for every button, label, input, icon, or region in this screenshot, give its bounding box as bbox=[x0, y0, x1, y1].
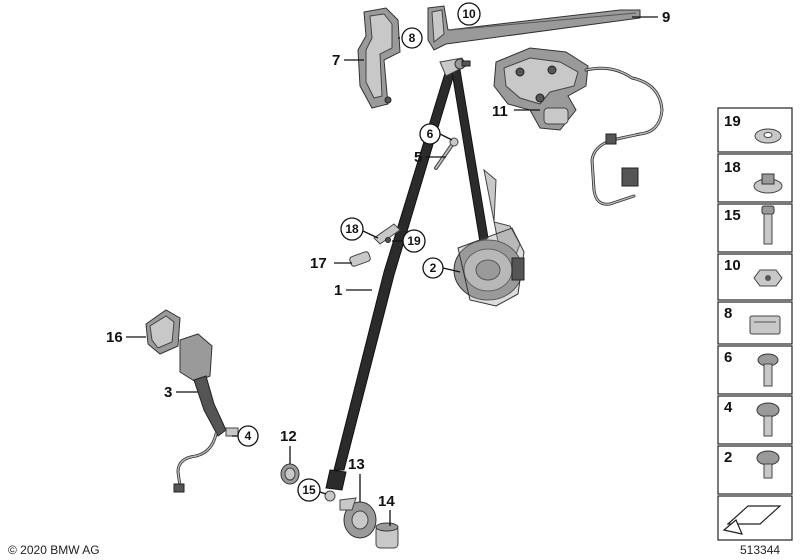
diagram-number: 513344 bbox=[740, 543, 781, 557]
callout-18: 18 bbox=[345, 222, 359, 236]
callout-15: 15 bbox=[302, 483, 316, 497]
legend-item-label: 15 bbox=[724, 207, 741, 224]
legend-item-label: 2 bbox=[724, 449, 732, 466]
callout-14: 14 bbox=[378, 493, 395, 510]
callouts: 9 10 8 7 11 6 5 18 19 17 2 1 16 3 bbox=[106, 2, 670, 526]
callout-1: 1 bbox=[334, 282, 342, 299]
part-18-19-clip bbox=[373, 223, 401, 245]
legend-item-label: 8 bbox=[724, 305, 732, 322]
callout-19: 19 bbox=[407, 234, 421, 248]
callout-7: 7 bbox=[332, 52, 340, 69]
part-7-bracket bbox=[357, 7, 401, 109]
callout-12: 12 bbox=[280, 428, 297, 445]
part-15-bolt bbox=[324, 490, 336, 502]
part-5-6-pin bbox=[434, 137, 459, 170]
legend-item-label: 18 bbox=[724, 159, 741, 176]
callout-9: 9 bbox=[662, 9, 670, 26]
callout-4: 4 bbox=[245, 429, 252, 443]
callout-3: 3 bbox=[164, 384, 172, 401]
clip-nut-icon bbox=[749, 315, 781, 335]
callout-17: 17 bbox=[310, 255, 327, 272]
wiring-harness-right bbox=[584, 66, 664, 206]
torx-bolt-short-icon bbox=[756, 450, 780, 466]
callout-6: 6 bbox=[427, 127, 434, 141]
legend-item-label: 19 bbox=[724, 113, 741, 130]
arrow-icon bbox=[726, 505, 782, 525]
part-9-rail bbox=[427, 5, 641, 51]
part-12-roller bbox=[280, 463, 300, 485]
legend-item-label: 4 bbox=[724, 399, 733, 416]
part-16-cover bbox=[145, 309, 181, 355]
legend-item-label: 6 bbox=[724, 349, 732, 366]
callout-5: 5 bbox=[414, 149, 422, 166]
copyright: © 2020 BMW AG bbox=[8, 543, 100, 557]
callout-10: 10 bbox=[462, 7, 476, 21]
callout-16: 16 bbox=[106, 329, 123, 346]
part-13-anchor-plate bbox=[339, 497, 377, 539]
callout-2: 2 bbox=[430, 261, 437, 275]
part-17-sleeve bbox=[349, 251, 371, 267]
part-14-sleeve bbox=[375, 522, 399, 549]
part-2-retractor bbox=[453, 168, 525, 307]
part-11-mechanism bbox=[493, 47, 589, 131]
bolt-icon bbox=[761, 205, 775, 215]
belt-guide-upper bbox=[439, 57, 471, 77]
callout-13: 13 bbox=[348, 456, 365, 473]
torx-bolt-icon bbox=[756, 402, 780, 418]
callout-8: 8 bbox=[409, 31, 416, 45]
callout-11: 11 bbox=[492, 103, 508, 120]
legend-fasteners: 19 18 15 10 8 6 4 2 bbox=[717, 107, 793, 541]
legend-item-label: 10 bbox=[724, 257, 741, 274]
part-3-buckle bbox=[173, 333, 239, 493]
seat-belt-webbing bbox=[325, 69, 489, 491]
